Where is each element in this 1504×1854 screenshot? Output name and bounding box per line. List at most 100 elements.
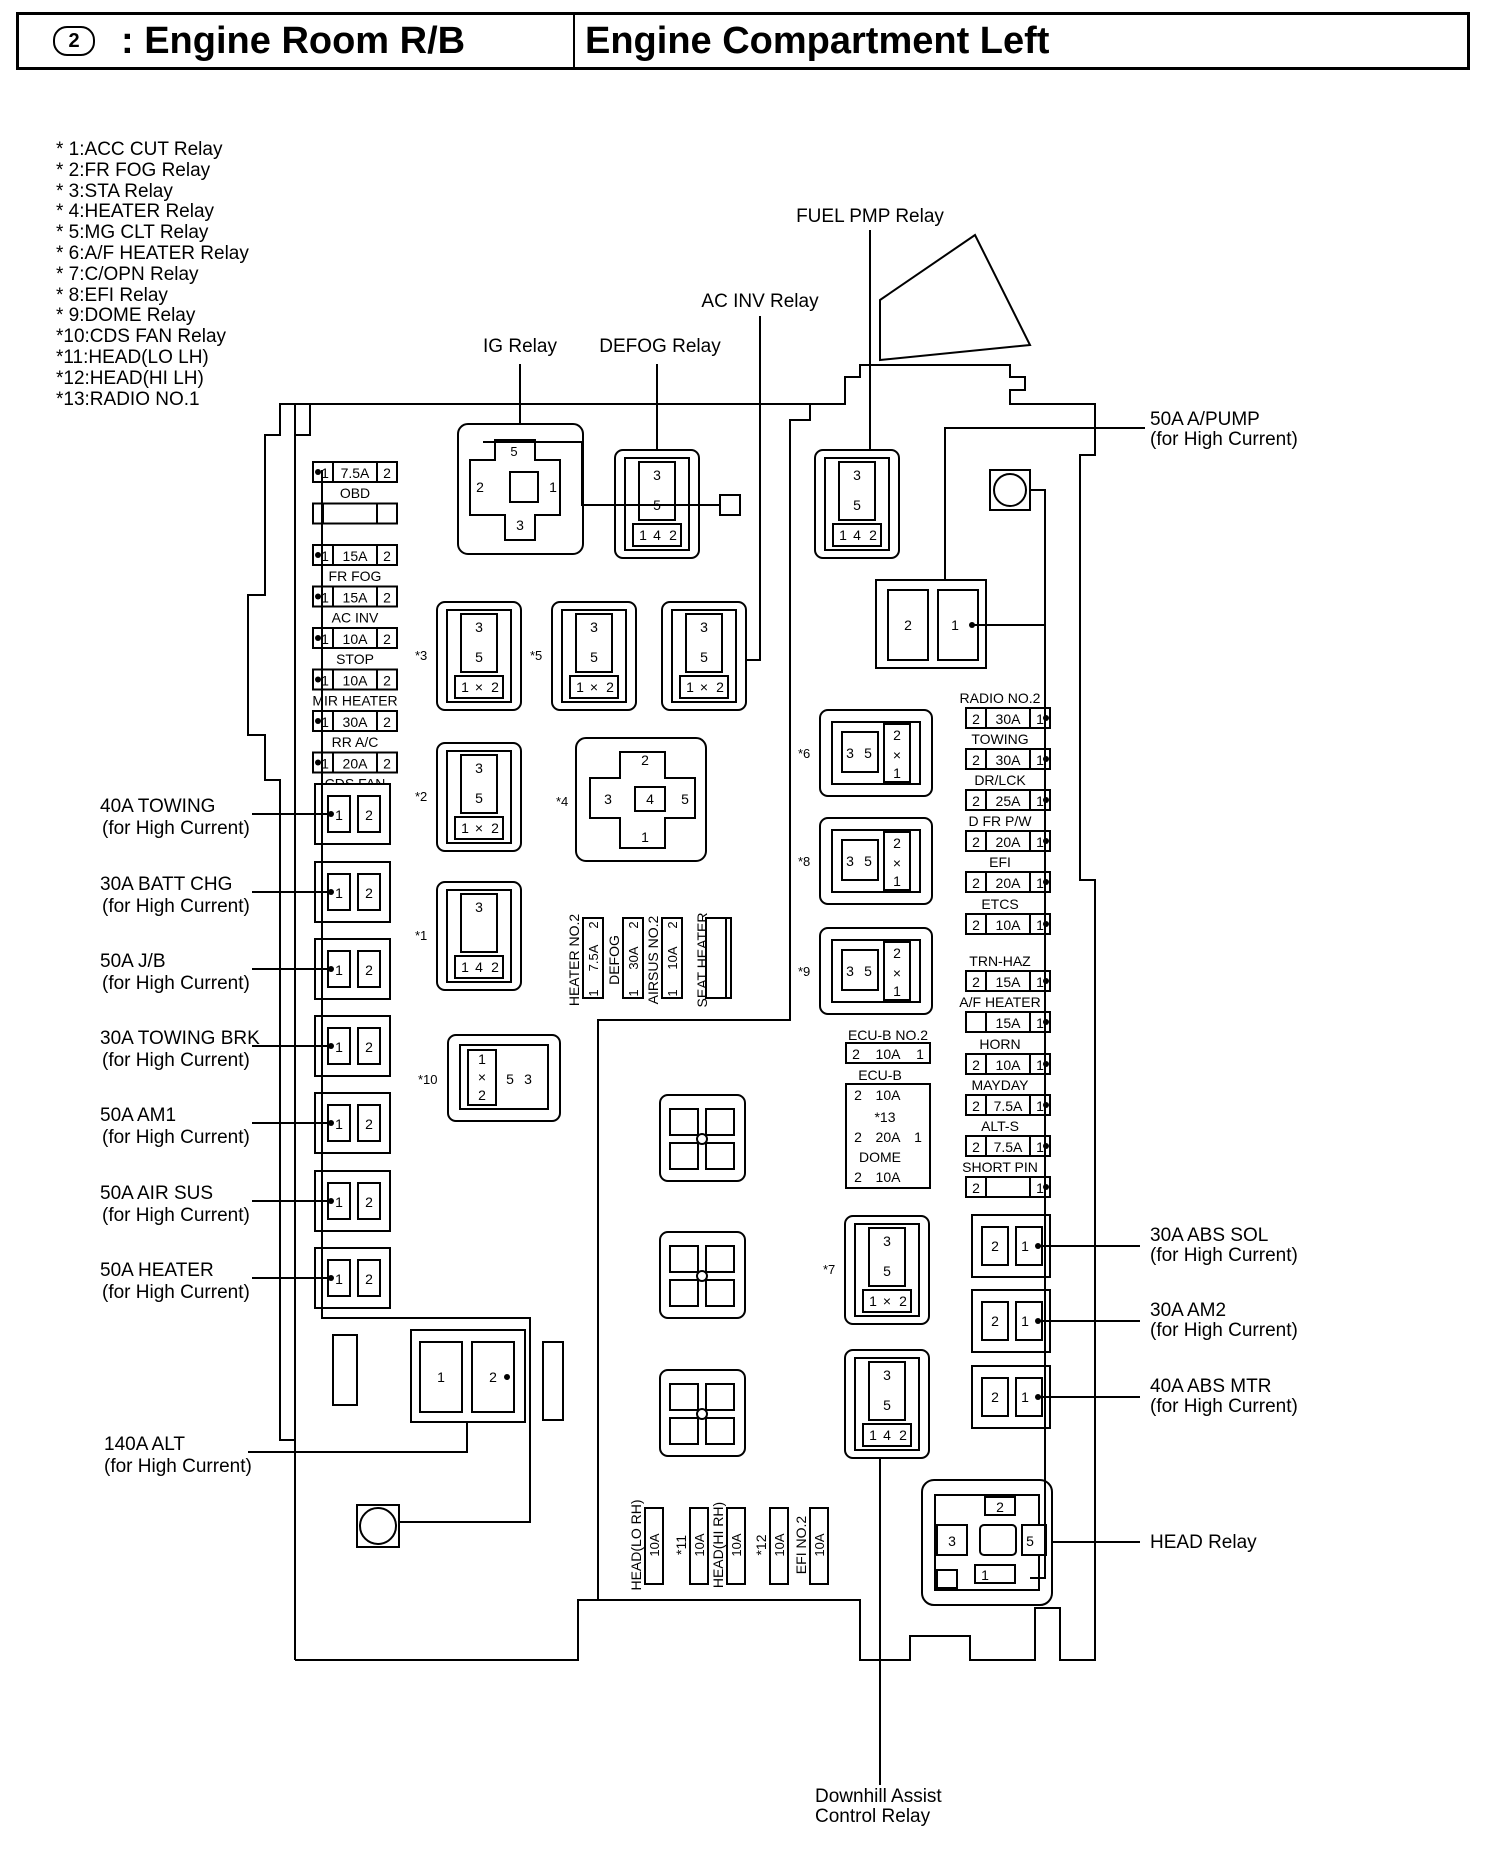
terminal-2 — [887, 589, 929, 661]
legend-item: * 4:HEATER Relay — [56, 201, 215, 223]
pin-number: 2 — [365, 1039, 373, 1055]
housing-left-step — [247, 403, 295, 1441]
pin-number: 3 — [883, 1233, 891, 1249]
pin-number: × — [478, 1069, 486, 1085]
legend-item: *10:CDS FAN Relay — [56, 326, 227, 348]
pin-number: 3 — [846, 853, 854, 869]
fuse-amperage: 10A — [343, 673, 369, 689]
fuse-name: SHORT PIN — [962, 1159, 1038, 1175]
pin-number: 1 — [1036, 1057, 1044, 1073]
pin-number: 1 — [893, 873, 901, 889]
pin-number: 1 — [869, 1293, 877, 1309]
callout-title: 30A AM2 — [1150, 1300, 1226, 1321]
pin-number: 1 — [686, 679, 694, 695]
pin-number: 1 — [1036, 793, 1044, 809]
terminal — [936, 1569, 958, 1589]
pin-number: 3 — [475, 619, 483, 635]
pin-number: 2 — [893, 727, 901, 743]
pin-number: 2 — [491, 820, 499, 836]
pin-number: 2 — [972, 711, 980, 727]
pin-number: 1 — [626, 989, 641, 996]
pin-number: 2 — [365, 1271, 373, 1287]
relay-terminal-row — [862, 1289, 912, 1313]
fuse-clip — [332, 1334, 358, 1406]
pin-number: 1 — [321, 590, 329, 606]
relay-marker: *9 — [798, 964, 810, 979]
title-bar: 2 : Engine Room R/B Engine Compartment L… — [16, 12, 1470, 70]
socket-cavity — [705, 1142, 735, 1170]
pin-number: 3 — [653, 467, 661, 483]
terminal-2 — [357, 795, 381, 833]
bolt-icon — [993, 473, 1027, 507]
vertical-mini-fuse — [726, 1507, 746, 1585]
vertical-mini-fuse — [582, 917, 604, 999]
callout-sub: (for High Current) — [1150, 1320, 1298, 1341]
callout-title: 40A ABS MTR — [1150, 1376, 1271, 1397]
pin-number: 1 — [335, 1194, 343, 1210]
pin-number: × — [893, 747, 901, 763]
pin-number: 1 — [916, 1046, 924, 1062]
housing-outline — [294, 364, 1096, 1661]
pin-number: 3 — [475, 899, 483, 915]
relay-head-core — [979, 1524, 1017, 1556]
relay-terminal-block — [575, 613, 613, 673]
pin-number: 5 — [506, 1071, 514, 1087]
pin-number: 1 — [893, 765, 901, 781]
socket-cavity — [705, 1417, 735, 1445]
fuse-name: HEAD(HI RH) — [710, 1502, 726, 1588]
fuse-amperage: 10A — [343, 631, 369, 647]
pin-number: 1 — [1021, 1238, 1029, 1254]
harness-line — [321, 470, 531, 1523]
legend-item: *13:RADIO NO.1 — [56, 388, 200, 410]
callout-title: 40A TOWING — [100, 796, 215, 817]
title-engine-room: : Engine Room R/B — [121, 19, 466, 62]
fuse-group — [845, 1083, 931, 1189]
callout-sub: (for High Current) — [102, 1282, 250, 1303]
pin-number: 2 — [972, 875, 980, 891]
pin-number: 1 — [461, 959, 469, 975]
pin-number: 2 — [383, 631, 391, 647]
callout-sub: (for High Current) — [102, 818, 250, 839]
fuse-amperage: 7.5A — [994, 1098, 1023, 1114]
pin-number: 2 — [991, 1313, 999, 1329]
pin-number: 2 — [383, 590, 391, 606]
fuse-clip — [542, 1341, 564, 1421]
pin-number: 2 — [383, 673, 391, 689]
pin-number: 1 — [641, 829, 649, 845]
pin-number: 1 — [335, 1039, 343, 1055]
fuse-name: STOP — [336, 651, 374, 667]
relay-terminal-row — [679, 675, 729, 699]
fuse-name: *11 — [673, 1535, 689, 1555]
pin-number: 2 — [669, 527, 677, 543]
terminal-1 — [1015, 1301, 1043, 1341]
fuse-amperage: 30A — [996, 752, 1022, 768]
relay-terminal-row — [832, 523, 882, 547]
callout-sub: (for High Current) — [102, 896, 250, 917]
terminal-2 — [357, 1104, 381, 1142]
callout-title: 140A ALT — [104, 1434, 185, 1455]
pin-number: × — [475, 679, 483, 695]
fuse-name: HEATER NO.2 — [566, 914, 582, 1007]
relay-legend: * 1:ACC CUT Relay* 2:FR FOG Relay* 3:STA… — [56, 139, 249, 410]
pin-number: 3 — [846, 963, 854, 979]
pin-number: 1 — [1021, 1313, 1029, 1329]
pin-number: 2 — [972, 974, 980, 990]
pin-number: 4 — [646, 791, 654, 807]
legend-item: * 5:MG CLT Relay — [56, 222, 209, 244]
fuse-amperage: 15A — [996, 974, 1022, 990]
pin-number: 5 — [681, 791, 689, 807]
fuse-name: ETCS — [981, 896, 1018, 912]
relay-terminal-block — [638, 461, 676, 521]
fuse-name: EFI — [989, 854, 1011, 870]
relay-marker: *4 — [556, 794, 568, 809]
callout-title: 50A HEATER — [100, 1260, 214, 1281]
pin-number: 2 — [491, 679, 499, 695]
relay-terminal-col — [883, 723, 911, 783]
fuse-name: MIR HEATER — [312, 693, 397, 709]
pin-number: 2 — [972, 1180, 980, 1196]
pin-number: 1 — [1021, 1389, 1029, 1405]
title-right: Engine Compartment Left — [585, 19, 1050, 62]
pin-number: 1 — [335, 885, 343, 901]
socket-key — [696, 1133, 708, 1145]
connection-dot — [315, 718, 321, 724]
